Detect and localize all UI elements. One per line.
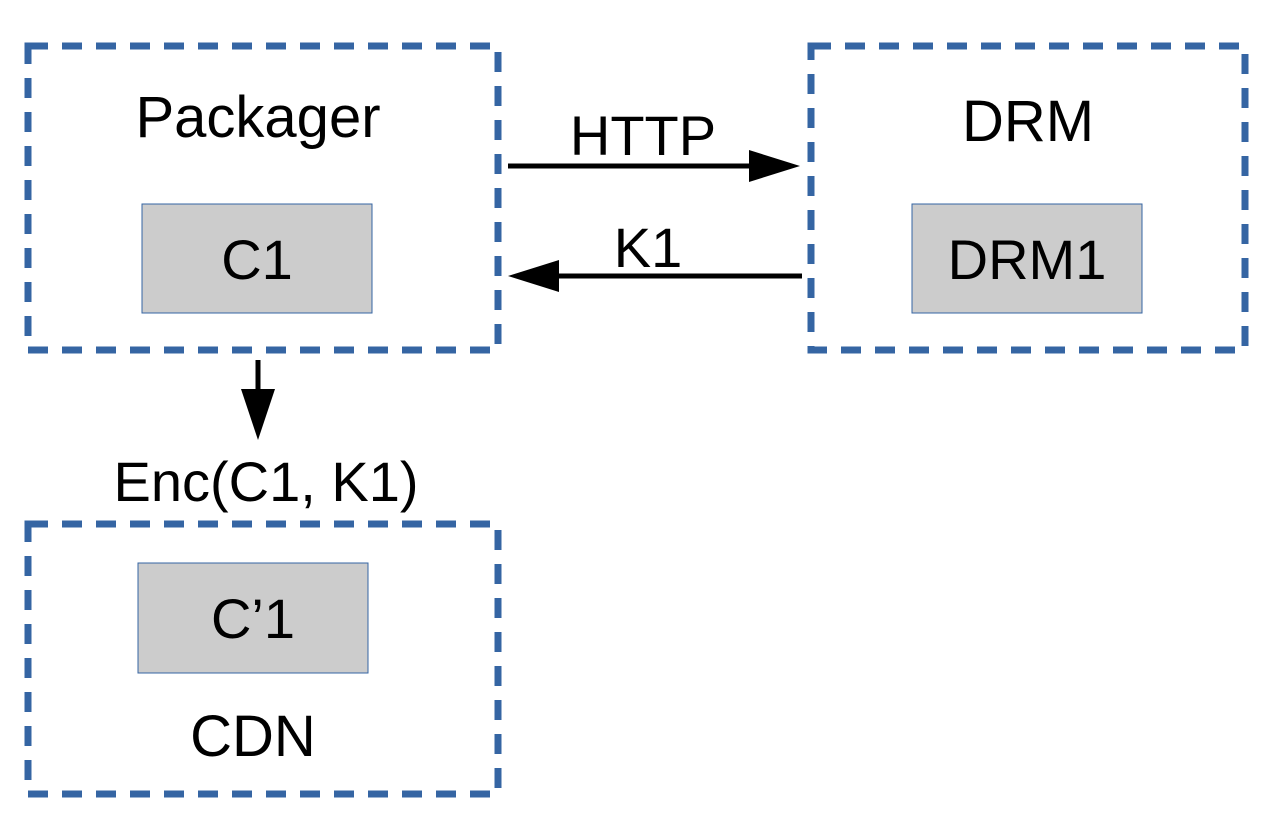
packager-inner-box <box>141 203 373 314</box>
enc-arrowhead-icon <box>241 389 275 440</box>
drm-inner-label: DRM1 <box>948 228 1107 291</box>
k1-label: K1 <box>614 216 683 279</box>
packager-border <box>24 42 502 354</box>
enc-label: Enc(C1, K1) <box>114 450 419 513</box>
packager-container: Packager C1 <box>24 42 502 354</box>
cdn-title: CDN <box>190 704 316 769</box>
packager-title: Packager <box>135 85 380 150</box>
cdn-inner-box <box>137 562 369 674</box>
drm-title: DRM <box>962 89 1094 154</box>
key-response-arrow: K1 <box>508 216 802 292</box>
drm-inner-box <box>911 203 1143 314</box>
cdn-border <box>24 520 502 798</box>
cdn-container: C’1 CDN <box>24 520 502 798</box>
cdn-inner-label: C’1 <box>211 587 295 650</box>
encrypted-content-arrow: Enc(C1, K1) <box>114 360 419 513</box>
k1-arrowhead-icon <box>508 260 559 292</box>
http-request-arrow: HTTP <box>508 104 800 182</box>
drm-container: DRM DRM1 <box>807 42 1249 354</box>
http-arrowhead-icon <box>749 150 800 182</box>
http-label: HTTP <box>570 104 716 167</box>
drm-border <box>807 42 1249 354</box>
packager-inner-label: C1 <box>221 228 293 291</box>
